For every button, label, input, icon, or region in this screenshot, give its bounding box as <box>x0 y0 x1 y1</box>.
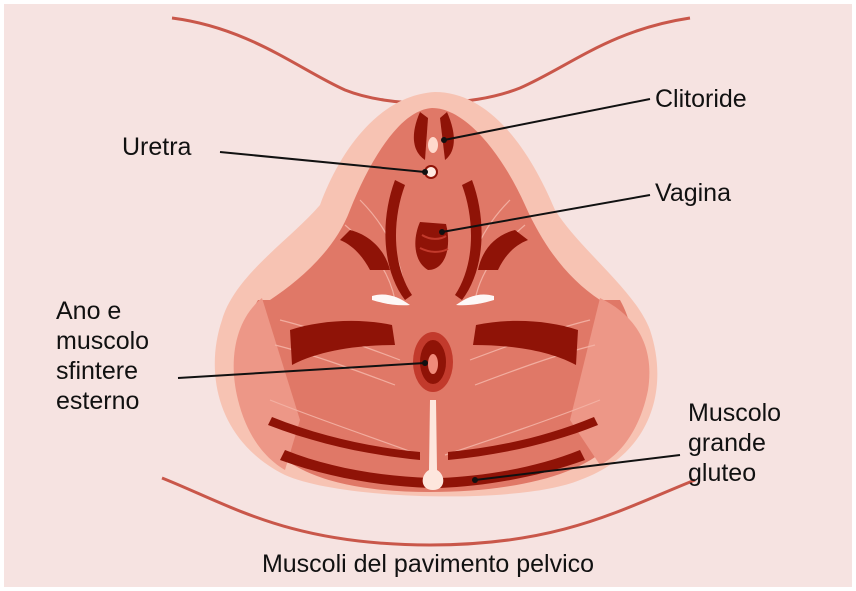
label-vagina: Vagina <box>655 178 731 208</box>
anus-sphincter-shape <box>413 332 453 392</box>
label-ano-line: muscolo <box>56 326 149 356</box>
clitoris-shape <box>428 137 438 153</box>
label-clitoride: Clitoride <box>655 84 747 114</box>
label-uretra: Uretra <box>122 132 191 162</box>
diagram-caption: Muscoli del pavimento pelvico <box>0 550 856 579</box>
label-gluteo: Muscolo grande gluteo <box>688 398 781 488</box>
label-ano-line: Ano e <box>56 296 149 326</box>
label-gluteo-line: Muscolo <box>688 398 781 428</box>
label-ano-sfintere: Ano e muscolo sfintere esterno <box>56 296 149 416</box>
label-gluteo-line: gluteo <box>688 458 781 488</box>
label-gluteo-line: grande <box>688 428 781 458</box>
label-ano-line: esterno <box>56 386 149 416</box>
upper-body-contour <box>172 18 690 103</box>
label-ano-line: sfintere <box>56 356 149 386</box>
